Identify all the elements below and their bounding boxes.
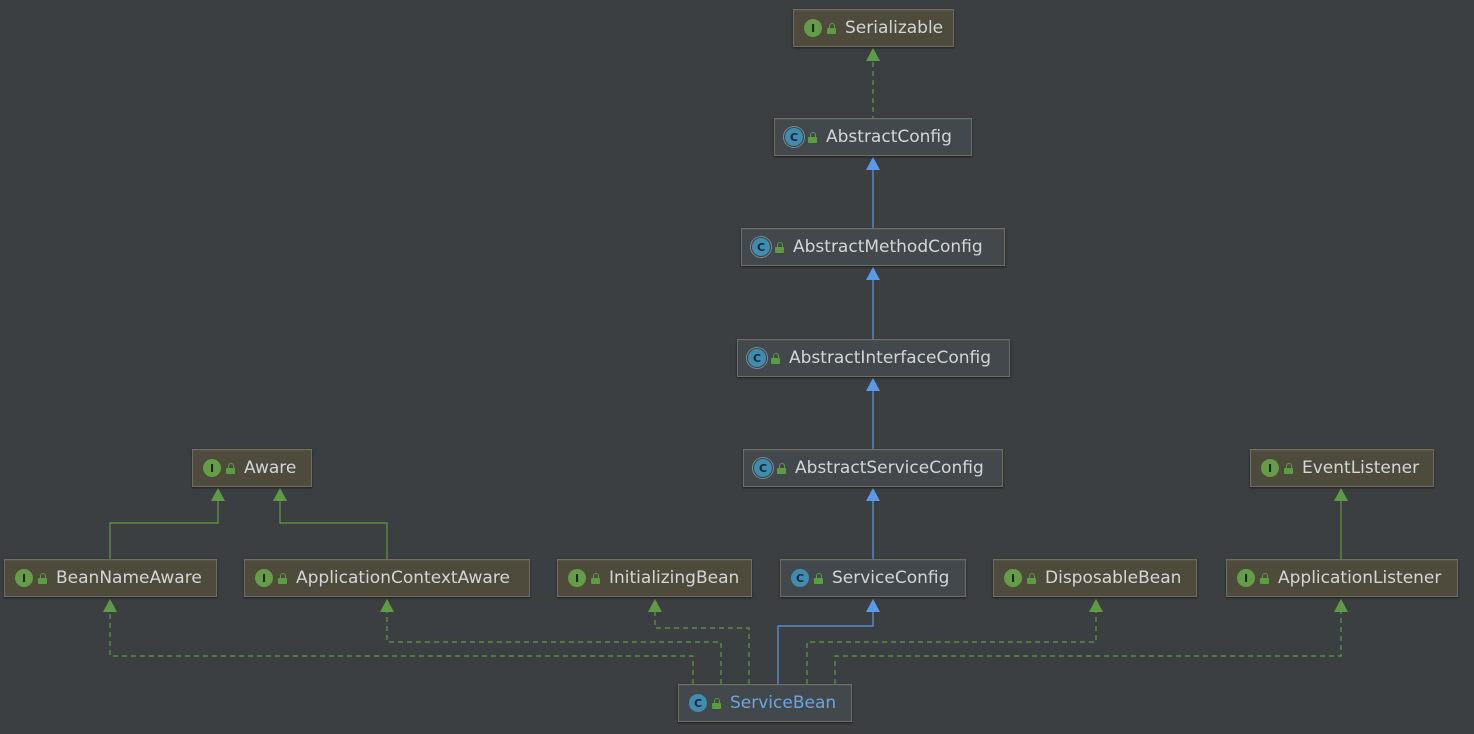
- node-label: AbstractInterfaceConfig: [789, 348, 992, 368]
- public-lock-icon: [827, 22, 836, 34]
- interface-icon: I: [1004, 569, 1022, 587]
- public-lock-icon: [712, 697, 721, 709]
- node-label: AbstractServiceConfig: [795, 458, 984, 478]
- public-lock-icon: [1284, 462, 1293, 474]
- node-service-config[interactable]: C ServiceConfig: [780, 559, 966, 597]
- arrowhead-event-listener: [1334, 488, 1348, 501]
- node-service-bean[interactable]: C ServiceBean: [678, 684, 852, 722]
- class-icon: C: [689, 694, 707, 712]
- node-aware[interactable]: I Aware: [192, 449, 312, 487]
- node-abstract-config[interactable]: C AbstractConfig: [774, 118, 972, 156]
- interface-icon: I: [15, 569, 33, 587]
- edge-service-bean-to-application-context-aware: [386, 612, 722, 684]
- public-lock-icon: [771, 352, 780, 364]
- edge-application-context-aware-to-aware: [279, 501, 388, 559]
- public-lock-icon: [278, 572, 287, 584]
- arrowhead-application-listener: [1334, 599, 1348, 612]
- interface-icon: I: [203, 459, 221, 477]
- class-icon: C: [791, 569, 809, 587]
- node-abstract-method-config[interactable]: C AbstractMethodConfig: [741, 228, 1005, 266]
- interface-icon: I: [568, 569, 586, 587]
- node-label: Aware: [244, 458, 297, 478]
- arrowhead-serializable: [866, 48, 880, 61]
- public-lock-icon: [777, 462, 786, 474]
- abstract-class-icon: C: [752, 238, 770, 256]
- node-bean-name-aware[interactable]: I BeanNameAware: [4, 559, 217, 597]
- public-lock-icon: [808, 131, 817, 143]
- public-lock-icon: [591, 572, 600, 584]
- node-label: ServiceBean: [730, 693, 837, 713]
- node-label: ServiceConfig: [832, 568, 950, 588]
- arrowhead-aware-left: [211, 488, 225, 501]
- node-label: EventListener: [1302, 458, 1420, 478]
- node-label: InitializingBean: [609, 568, 740, 588]
- arrowhead-initializing-bean: [648, 599, 662, 612]
- node-abstract-interface-config[interactable]: C AbstractInterfaceConfig: [737, 339, 1010, 377]
- arrowhead-disposable-bean: [1089, 599, 1103, 612]
- node-initializing-bean[interactable]: I InitializingBean: [557, 559, 752, 597]
- edge-service-bean-to-disposable-bean: [806, 612, 1097, 684]
- public-lock-icon: [226, 462, 235, 474]
- arrowhead-abstract-method-config: [866, 267, 880, 280]
- node-label: AbstractConfig: [826, 127, 952, 147]
- public-lock-icon: [38, 572, 47, 584]
- node-application-listener[interactable]: I ApplicationListener: [1226, 559, 1458, 597]
- edge-service-bean-to-service-config: [777, 612, 874, 684]
- abstract-class-icon: C: [748, 349, 766, 367]
- edge-service-bean-to-application-listener: [834, 612, 1342, 684]
- arrowhead-service-config: [866, 599, 880, 612]
- arrowhead-application-context-aware: [380, 599, 394, 612]
- interface-icon: I: [1261, 459, 1279, 477]
- arrowhead-abstract-interface-config: [866, 378, 880, 391]
- node-serializable[interactable]: I Serializable: [793, 9, 954, 47]
- node-abstract-service-config[interactable]: C AbstractServiceConfig: [743, 449, 1003, 487]
- interface-icon: I: [1237, 569, 1255, 587]
- public-lock-icon: [1260, 572, 1269, 584]
- node-label: ApplicationContextAware: [296, 568, 510, 588]
- public-lock-icon: [775, 241, 784, 253]
- node-label: Serializable: [845, 18, 944, 38]
- arrowhead-abstract-service-config: [866, 488, 880, 501]
- public-lock-icon: [1027, 572, 1036, 584]
- node-event-listener[interactable]: I EventListener: [1250, 449, 1434, 487]
- edge-service-bean-to-bean-name-aware: [109, 612, 694, 684]
- arrowhead-bean-name-aware: [103, 599, 117, 612]
- arrowhead-abstract-config: [866, 157, 880, 170]
- node-label: AbstractMethodConfig: [793, 237, 983, 257]
- edge-service-bean-to-initializing-bean: [654, 612, 750, 684]
- interface-icon: I: [804, 19, 822, 37]
- node-label: DisposableBean: [1045, 568, 1182, 588]
- public-lock-icon: [814, 572, 823, 584]
- node-label: ApplicationListener: [1278, 568, 1442, 588]
- edge-bean-name-aware-to-aware: [109, 501, 219, 559]
- arrowhead-aware-right: [273, 488, 287, 501]
- node-disposable-bean[interactable]: I DisposableBean: [993, 559, 1197, 597]
- abstract-class-icon: C: [754, 459, 772, 477]
- interface-icon: I: [255, 569, 273, 587]
- node-label: BeanNameAware: [56, 568, 202, 588]
- node-application-context-aware[interactable]: I ApplicationContextAware: [244, 559, 530, 597]
- abstract-class-icon: C: [785, 128, 803, 146]
